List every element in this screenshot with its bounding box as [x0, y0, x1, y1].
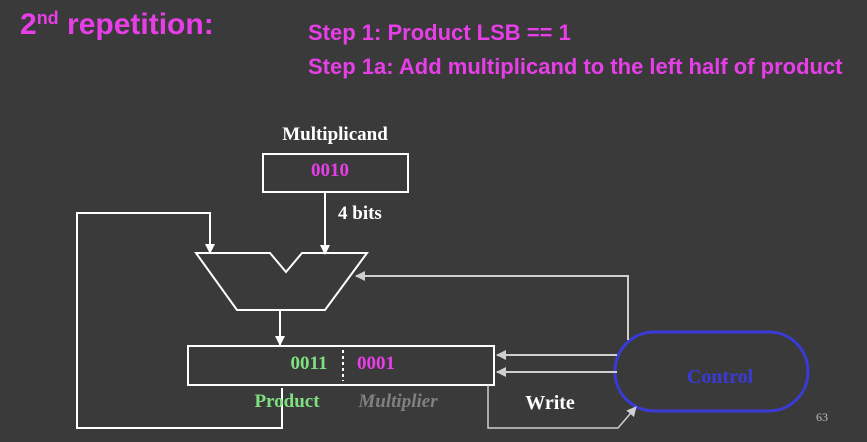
control-label: Control [687, 366, 754, 388]
page-number: 63 [816, 410, 828, 424]
bits-label: 4 bits [338, 203, 382, 224]
write-label: Write [525, 392, 575, 414]
product-register [187, 345, 495, 386]
slide-title: 2nd repetition: [20, 8, 214, 42]
product-right-value: 0001 [357, 353, 395, 374]
multiplicand-register [262, 153, 409, 193]
title-ordinal-suffix: nd [36, 8, 59, 28]
title-number: 2 [20, 8, 37, 41]
multiplier-label: Multiplier [357, 391, 438, 412]
product-label: Product [254, 391, 320, 412]
product-left-value: 0011 [291, 353, 328, 374]
multiplicand-value: 0010 [311, 160, 349, 181]
alu-adder-shape [194, 252, 369, 311]
step-1-text: Step 1: Product LSB == 1 [308, 20, 571, 45]
control-to-alu-arrow [355, 271, 629, 340]
product-lsb-to-control-arrow [487, 385, 637, 429]
step-1a-text: Step 1a: Add multiplicand to the left ha… [308, 54, 843, 79]
product-feedback-arrow [76, 212, 283, 429]
multiplicand-label: Multiplicand [282, 124, 388, 145]
title-text: repetition: [58, 8, 214, 41]
